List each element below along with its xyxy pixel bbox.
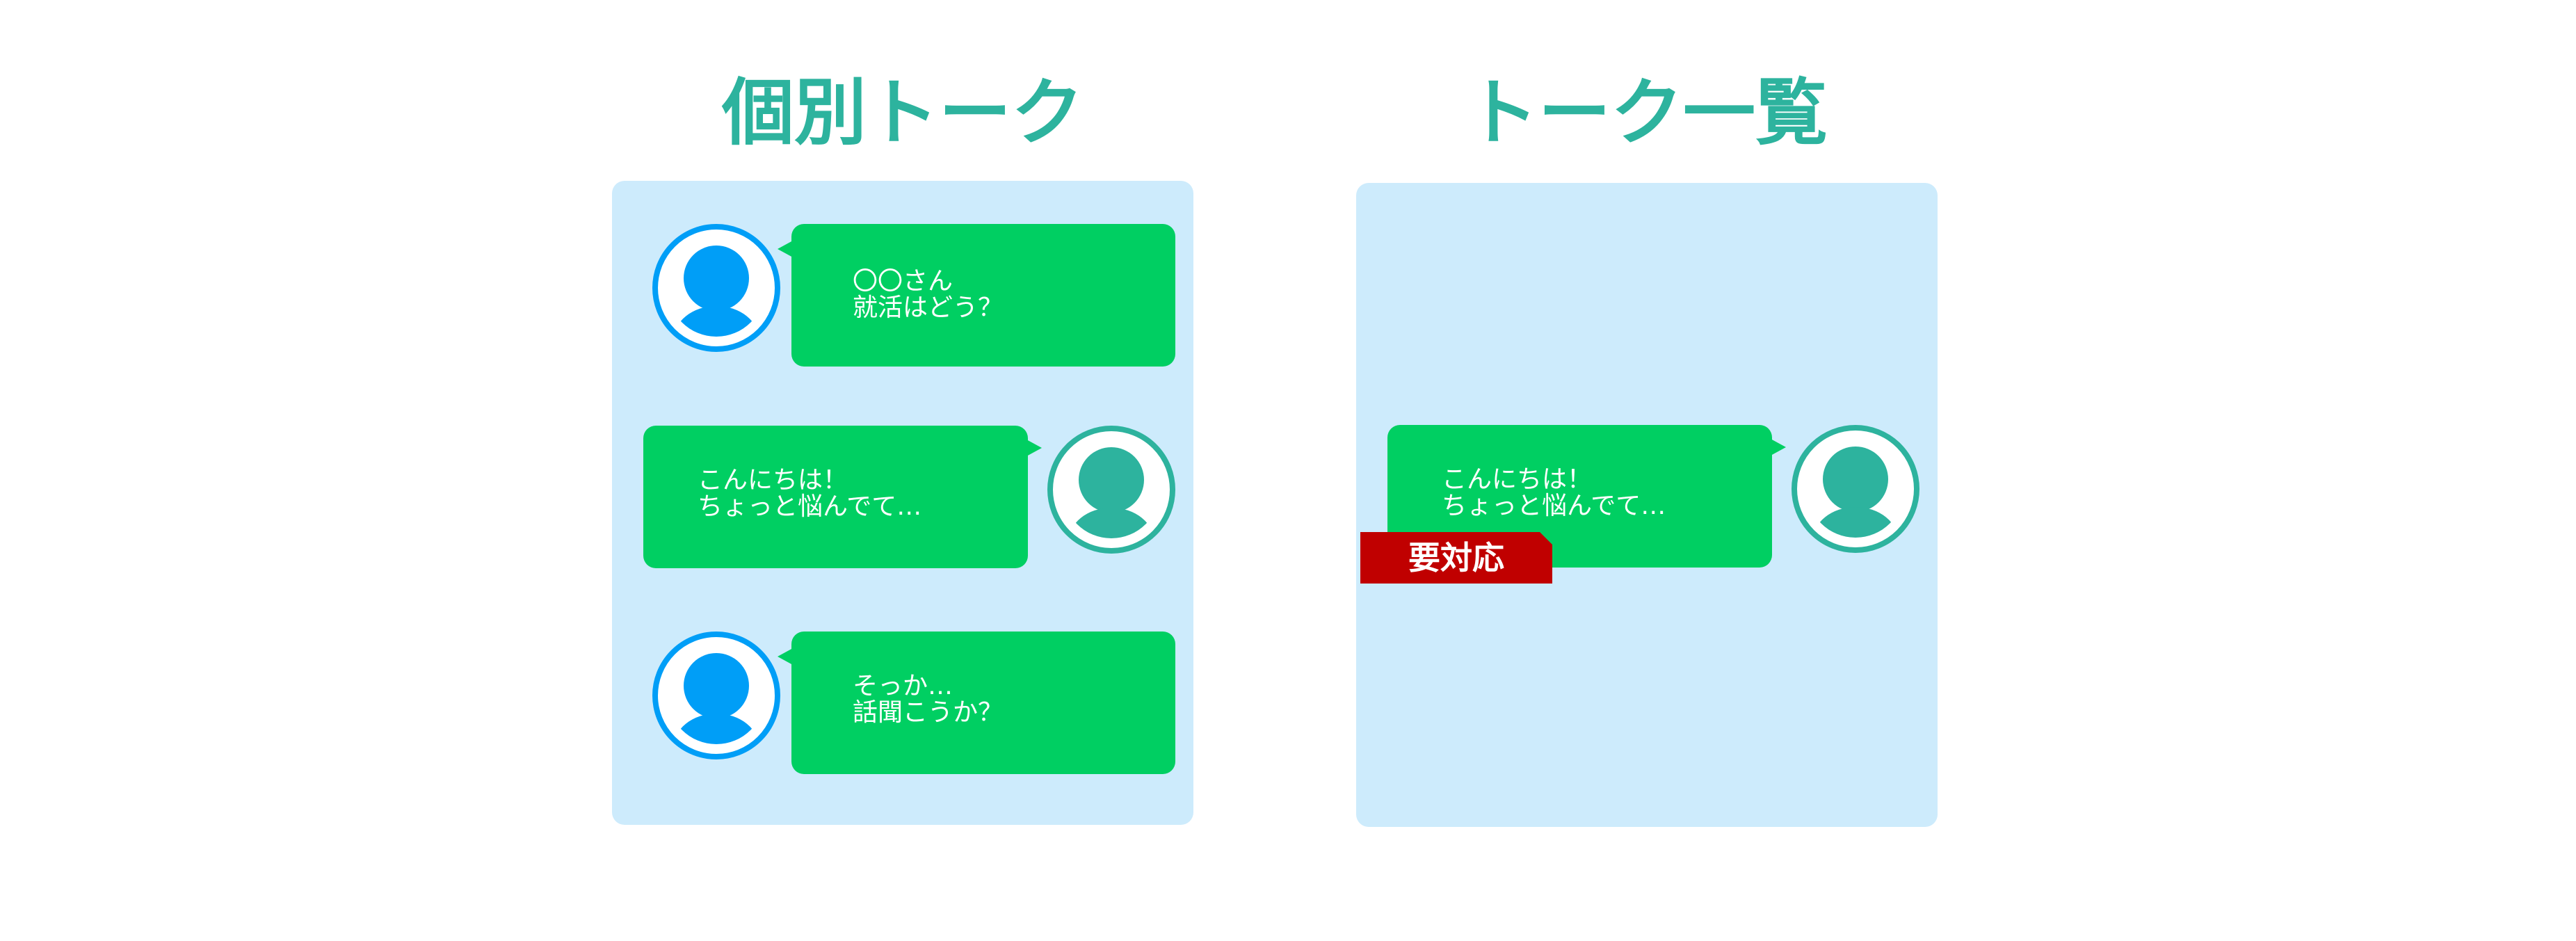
message-bubble-student: こんにちは！ ちょっと悩んでて… [643, 426, 1042, 568]
message-text: こんにちは！ ちょっと悩んでて… [698, 466, 922, 521]
message-text: そっか… 話聞こうか？ [853, 672, 1004, 727]
needs-action-badge: 要対応 [1360, 532, 1552, 584]
message-bubble-advisor: 〇〇さん 就活はどう？ [778, 224, 1175, 367]
talk-list-title: トーク一覧 [1465, 70, 1828, 155]
message-bubble-advisor: そっか… 話聞こうか？ [778, 632, 1175, 774]
message-text: 〇〇さん 就活はどう？ [853, 267, 1004, 322]
individual-talk-title: 個別トーク [721, 70, 1084, 155]
student-avatar-icon [1047, 426, 1175, 554]
advisor-avatar-icon [652, 224, 780, 352]
message-text: こんにちは！ ちょっと悩んでて… [1442, 465, 1666, 520]
advisor-avatar-icon [652, 632, 780, 759]
talk-list-panel: こんにちは！ ちょっと悩んでて… 要対応 [1356, 183, 1938, 827]
badge-label: 要対応 [1408, 539, 1504, 577]
individual-talk-panel: 〇〇さん 就活はどう？ こんにちは！ ちょっと悩んでて… [612, 181, 1193, 825]
student-avatar-icon [1792, 425, 1919, 553]
